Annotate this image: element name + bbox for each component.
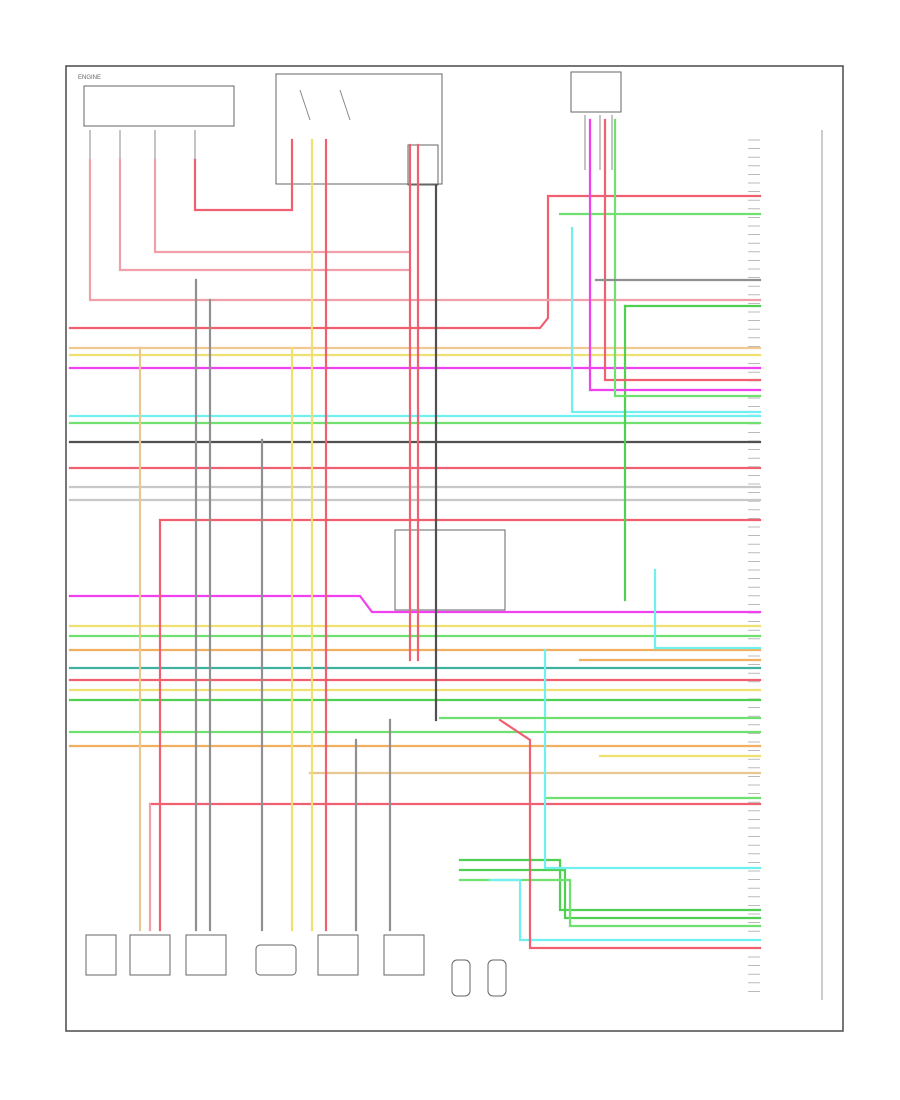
manifold-absolute-pressure-sensor (383, 934, 425, 976)
intake-air-temperature-sensor (451, 959, 471, 997)
mass-air-flow-sensor (487, 959, 507, 997)
crankshaft-position-sensor-b (185, 934, 227, 976)
ignition-relay-group (83, 85, 235, 160)
wire-harness (68, 118, 762, 950)
bottom-components (85, 934, 507, 997)
sensor-power-group (570, 71, 622, 170)
fuse-block-relay-group (275, 73, 443, 186)
throttle-position-sensor (255, 944, 297, 976)
diagram-frame (65, 65, 844, 1032)
crankshaft-position-sensor-a (129, 934, 171, 976)
vehicle-control-module-block (394, 529, 506, 611)
top-left-caption: ENGINE (78, 75, 101, 81)
camshaft-position-sensor (85, 934, 117, 976)
powertrain-control-module (748, 130, 823, 1000)
exhaust-gas-recirculation-valve (317, 934, 359, 976)
